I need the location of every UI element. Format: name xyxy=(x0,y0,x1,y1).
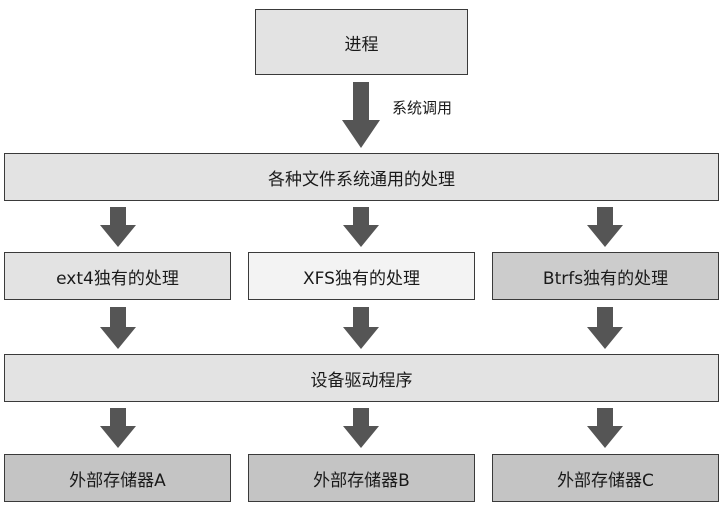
arrow-vfs-to-ext4 xyxy=(100,207,136,247)
arrow-btrfs-to-driver xyxy=(587,307,623,349)
ext4-box: ext4独有的处理 xyxy=(4,252,231,300)
arrow-shape xyxy=(342,82,380,148)
arrow-driver-to-storage-b xyxy=(343,408,379,448)
device-driver-label: 设备驱动程序 xyxy=(310,370,413,391)
process-label: 进程 xyxy=(344,34,379,55)
device-driver-box: 设备驱动程序 xyxy=(4,354,719,402)
arrow-vfs-to-btrfs xyxy=(587,207,623,247)
storage-c-label: 外部存储器C xyxy=(557,470,654,491)
xfs-box: XFS独有的处理 xyxy=(248,252,475,300)
arrow-driver-to-storage-c xyxy=(587,408,623,448)
common-vfs-label: 各种文件系统通用的处理 xyxy=(268,169,455,190)
storage-b-label: 外部存储器B xyxy=(313,470,410,491)
btrfs-label: Btrfs独有的处理 xyxy=(542,268,669,289)
arrow-process-to-vfs xyxy=(342,82,380,148)
arrow-driver-to-storage-a xyxy=(100,408,136,448)
storage-a-label: 外部存储器A xyxy=(69,470,166,491)
syscall-label: 系统调用 xyxy=(392,99,453,117)
arrow-vfs-to-xfs xyxy=(343,207,379,247)
storage-c-box: 外部存储器C xyxy=(492,454,719,502)
process-box: 进程 xyxy=(255,9,468,75)
common-vfs-box: 各种文件系统通用的处理 xyxy=(4,153,719,201)
storage-a-box: 外部存储器A xyxy=(4,454,231,502)
storage-b-box: 外部存储器B xyxy=(248,454,475,502)
arrow-ext4-to-driver xyxy=(100,307,136,349)
btrfs-box: Btrfs独有的处理 xyxy=(492,252,719,300)
xfs-label: XFS独有的处理 xyxy=(303,268,420,289)
arrow-xfs-to-driver xyxy=(343,307,379,349)
ext4-label: ext4独有的处理 xyxy=(56,268,179,289)
